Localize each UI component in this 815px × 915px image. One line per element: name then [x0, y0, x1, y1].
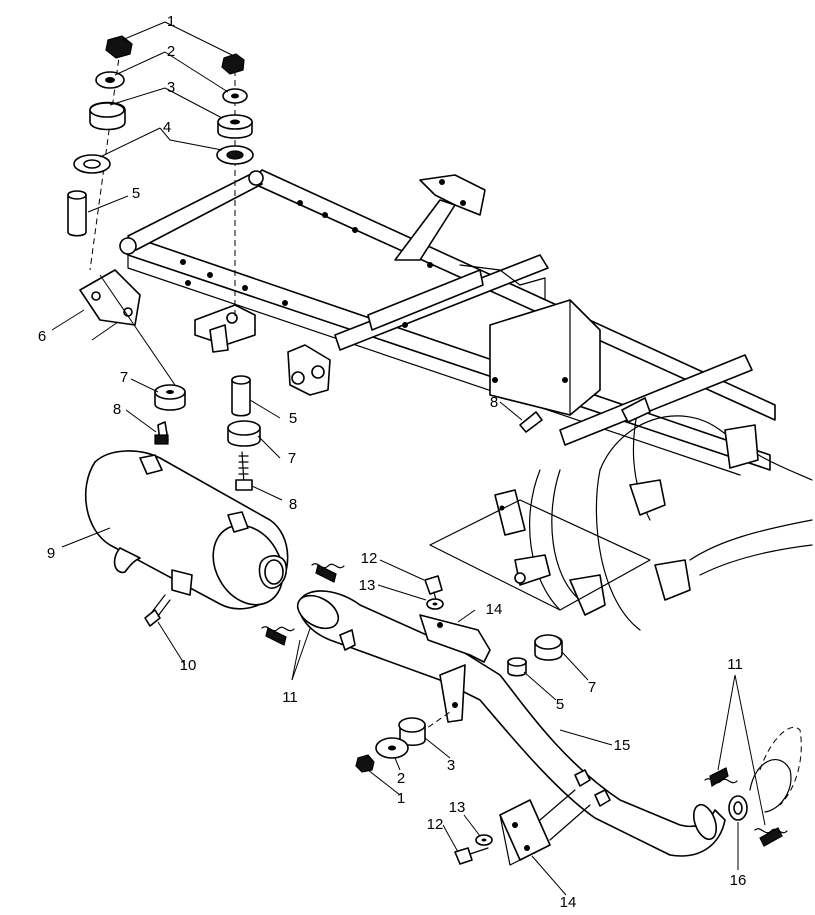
callout-14-top: 14 [486, 601, 503, 618]
callout-16: 16 [730, 872, 747, 889]
callout-3-top: 3 [167, 79, 175, 96]
callout-7-right: 7 [588, 679, 596, 696]
callout-12-top: 12 [361, 550, 378, 567]
callout-labels: 1 2 3 4 5 6 7 8 5 7 8 8 9 10 11 12 13 14… [38, 13, 747, 911]
pipe-hardware [355, 575, 802, 866]
callout-5-top: 5 [132, 185, 140, 202]
lower-mount-hardware [154, 375, 543, 491]
callout-6: 6 [38, 328, 46, 345]
exhaust-pipe [296, 590, 726, 857]
hex-nut-1 [105, 35, 133, 59]
callout-2-top: 2 [167, 43, 175, 60]
hex-nut-1b [221, 53, 245, 75]
callout-14-lower: 14 [560, 894, 577, 911]
callout-9: 9 [47, 545, 55, 562]
callout-8-right: 8 [490, 394, 498, 411]
callout-7-center: 7 [288, 450, 296, 467]
callout-11-left: 11 [282, 689, 298, 706]
callout-12-lower: 12 [427, 816, 444, 833]
callout-1-top: 1 [167, 13, 175, 30]
callout-5-center: 5 [289, 410, 297, 427]
callout-5-right: 5 [556, 696, 564, 713]
vehicle-frame [119, 169, 813, 631]
callout-1-lower: 1 [397, 790, 405, 807]
leader-lines [51, 21, 739, 896]
callout-13-lower: 13 [449, 799, 466, 816]
callout-13-top: 13 [359, 577, 376, 594]
callout-2-lower: 2 [397, 770, 405, 787]
callout-15: 15 [614, 737, 631, 754]
callout-4-top: 4 [163, 119, 171, 136]
callout-8-center: 8 [289, 496, 297, 513]
callout-3-lower: 3 [447, 757, 455, 774]
upper-left-mount-stack [67, 35, 254, 386]
callout-11-right: 11 [727, 656, 743, 673]
callout-8-left: 8 [113, 401, 121, 418]
callout-10: 10 [180, 657, 197, 674]
callout-7-left: 7 [120, 369, 128, 386]
muffler [84, 450, 289, 627]
